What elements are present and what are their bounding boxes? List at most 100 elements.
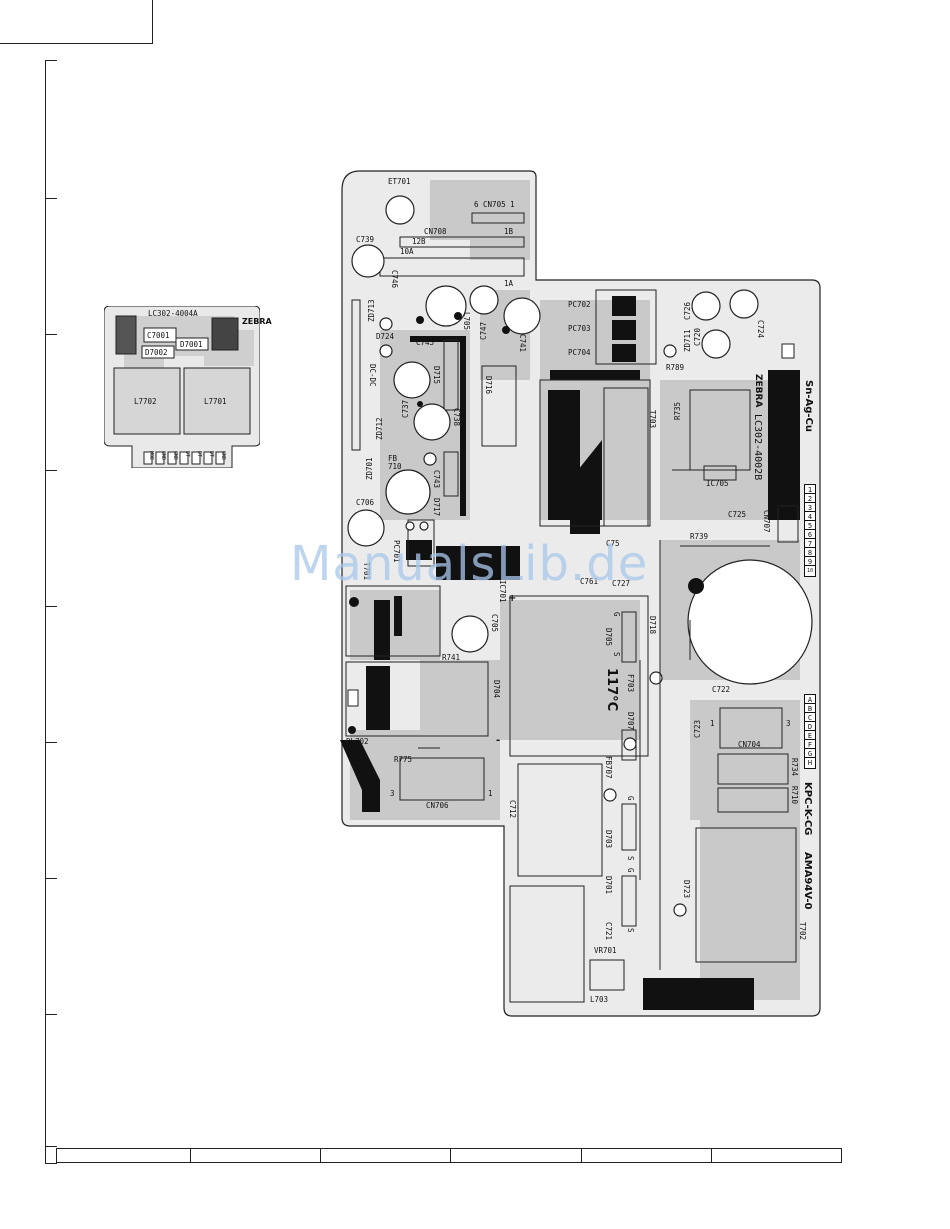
label-10a: 10A: [400, 247, 414, 256]
pin-strip-alpha: A B C D E F G H: [804, 694, 818, 770]
label-c738: C738: [452, 408, 461, 427]
part-l7701: L7701: [204, 397, 227, 406]
label-c737: C737: [401, 399, 410, 418]
pin-h: H: [804, 757, 816, 769]
label-g3: G: [626, 868, 635, 873]
label-r741: R741: [442, 653, 461, 662]
left-ruler: [45, 60, 57, 1164]
label-c75: C75: [606, 539, 620, 548]
pin-10: 10: [804, 565, 816, 577]
label-c722: C722: [712, 685, 731, 694]
label-d703: D703: [604, 830, 613, 849]
label-cn707: CN707: [762, 510, 771, 533]
label-dcdc: DC-DC: [368, 364, 377, 387]
label-fb710: FB 710: [388, 454, 402, 471]
label-s3: S: [626, 928, 635, 933]
label-c745: C745: [416, 338, 435, 347]
label-r735: R735: [673, 401, 682, 420]
label-d718: D718: [648, 616, 657, 635]
label-l705: L705: [462, 312, 471, 331]
label-cn704: CN704: [738, 740, 761, 749]
label-cn704-p1: 1: [710, 719, 715, 728]
label-d705: D705: [604, 628, 613, 647]
label-12b: 12B: [412, 237, 426, 246]
label-r734: R734: [790, 758, 799, 777]
part-l7702: L7702: [134, 397, 157, 406]
label-g2: G: [626, 796, 635, 801]
label-d715: D715: [432, 366, 441, 385]
label-et701: ET701: [388, 177, 411, 186]
label-rl702: RL702: [346, 737, 369, 746]
label-zd701: ZD701: [365, 457, 374, 480]
label-r775: R775: [394, 755, 413, 764]
label-ic705: IC705: [706, 479, 729, 488]
main-board-brand: ZEBRA: [753, 374, 763, 408]
label-c727: C727: [612, 579, 631, 588]
label-c706: C706: [356, 498, 375, 507]
label-c720: C720: [693, 327, 702, 346]
part-c7001: C7001: [147, 331, 170, 340]
bottom-ruler: [56, 1148, 842, 1163]
label-c761: C761: [580, 577, 599, 586]
label-fb707: FB707: [604, 756, 613, 779]
label-1b: 1B: [504, 227, 514, 236]
label-d723: D723: [682, 880, 691, 899]
label-plus: +: [508, 593, 517, 604]
small-board-brand: ZEBRA: [242, 317, 272, 326]
label-vr701: VR701: [594, 946, 617, 955]
label-cn707-p: 2 1: [772, 496, 781, 510]
part-d7002: D7002: [145, 348, 168, 357]
title-box: [0, 0, 153, 44]
main-board-code: LC302-4002B: [752, 414, 763, 481]
label-c741: C741: [518, 334, 527, 353]
label-d707: D707: [626, 712, 635, 731]
label-g1: G: [612, 612, 621, 617]
main-board-material: Sn-Ag-Cu: [803, 380, 814, 432]
label-c746: C746: [390, 270, 399, 289]
label-cn705: 6 CN705 1: [474, 200, 515, 209]
label-s2: S: [626, 856, 635, 861]
label-cn706-p3: 3: [390, 789, 395, 798]
label-r739: R739: [690, 532, 709, 541]
label-c705: C705: [490, 614, 499, 633]
label-cn708: CN708: [424, 227, 447, 236]
label-d716: D716: [484, 376, 493, 395]
label-c725: C725: [728, 510, 747, 519]
label-minus: -: [496, 735, 501, 746]
label-pc703: PC703: [568, 324, 591, 333]
label-c747: C747: [479, 321, 488, 340]
label-cn706-p1: 1: [488, 789, 493, 798]
main-board-pcb-id: KPC-K-CG: [802, 782, 813, 836]
label-r789: R789: [666, 363, 685, 372]
label-1a: 1A: [504, 279, 514, 288]
pin-strip-numeric: 1 2 3 4 5 6 7 8 9 10: [804, 484, 818, 580]
label-s1: S: [612, 652, 621, 657]
main-board-rating: AMA94V-0: [802, 852, 813, 910]
label-c724: C724: [756, 320, 765, 339]
label-d701: D701: [604, 876, 613, 895]
label-c712: C712: [508, 800, 517, 819]
label-r710: R710: [790, 786, 799, 805]
watermark: ManualsLib.de: [290, 536, 649, 592]
label-zd711: ZD711: [683, 329, 692, 352]
label-t703: T703: [648, 410, 657, 429]
label-d717: D717: [432, 498, 441, 517]
label-d704: D704: [492, 680, 501, 699]
label-t702: T702: [798, 922, 807, 941]
label-pc704: PC704: [568, 348, 591, 357]
label-c721: C721: [604, 922, 613, 941]
label-zd712: ZD712: [375, 417, 384, 440]
label-cn704-p3: 3: [786, 719, 791, 728]
label-cn706: CN706: [426, 801, 449, 810]
small-board-outline: [104, 306, 260, 468]
label-c743: C743: [432, 470, 441, 489]
label-l703: L703: [590, 995, 609, 1004]
label-c726: C726: [683, 301, 692, 320]
label-d724: D724: [376, 332, 395, 341]
label-pc702: PC702: [568, 300, 591, 309]
label-f703: F703: [626, 674, 635, 693]
small-board-code: LC302-4004A: [148, 309, 198, 318]
part-d7001: D7001: [180, 340, 203, 349]
label-c723: C723: [693, 719, 702, 738]
